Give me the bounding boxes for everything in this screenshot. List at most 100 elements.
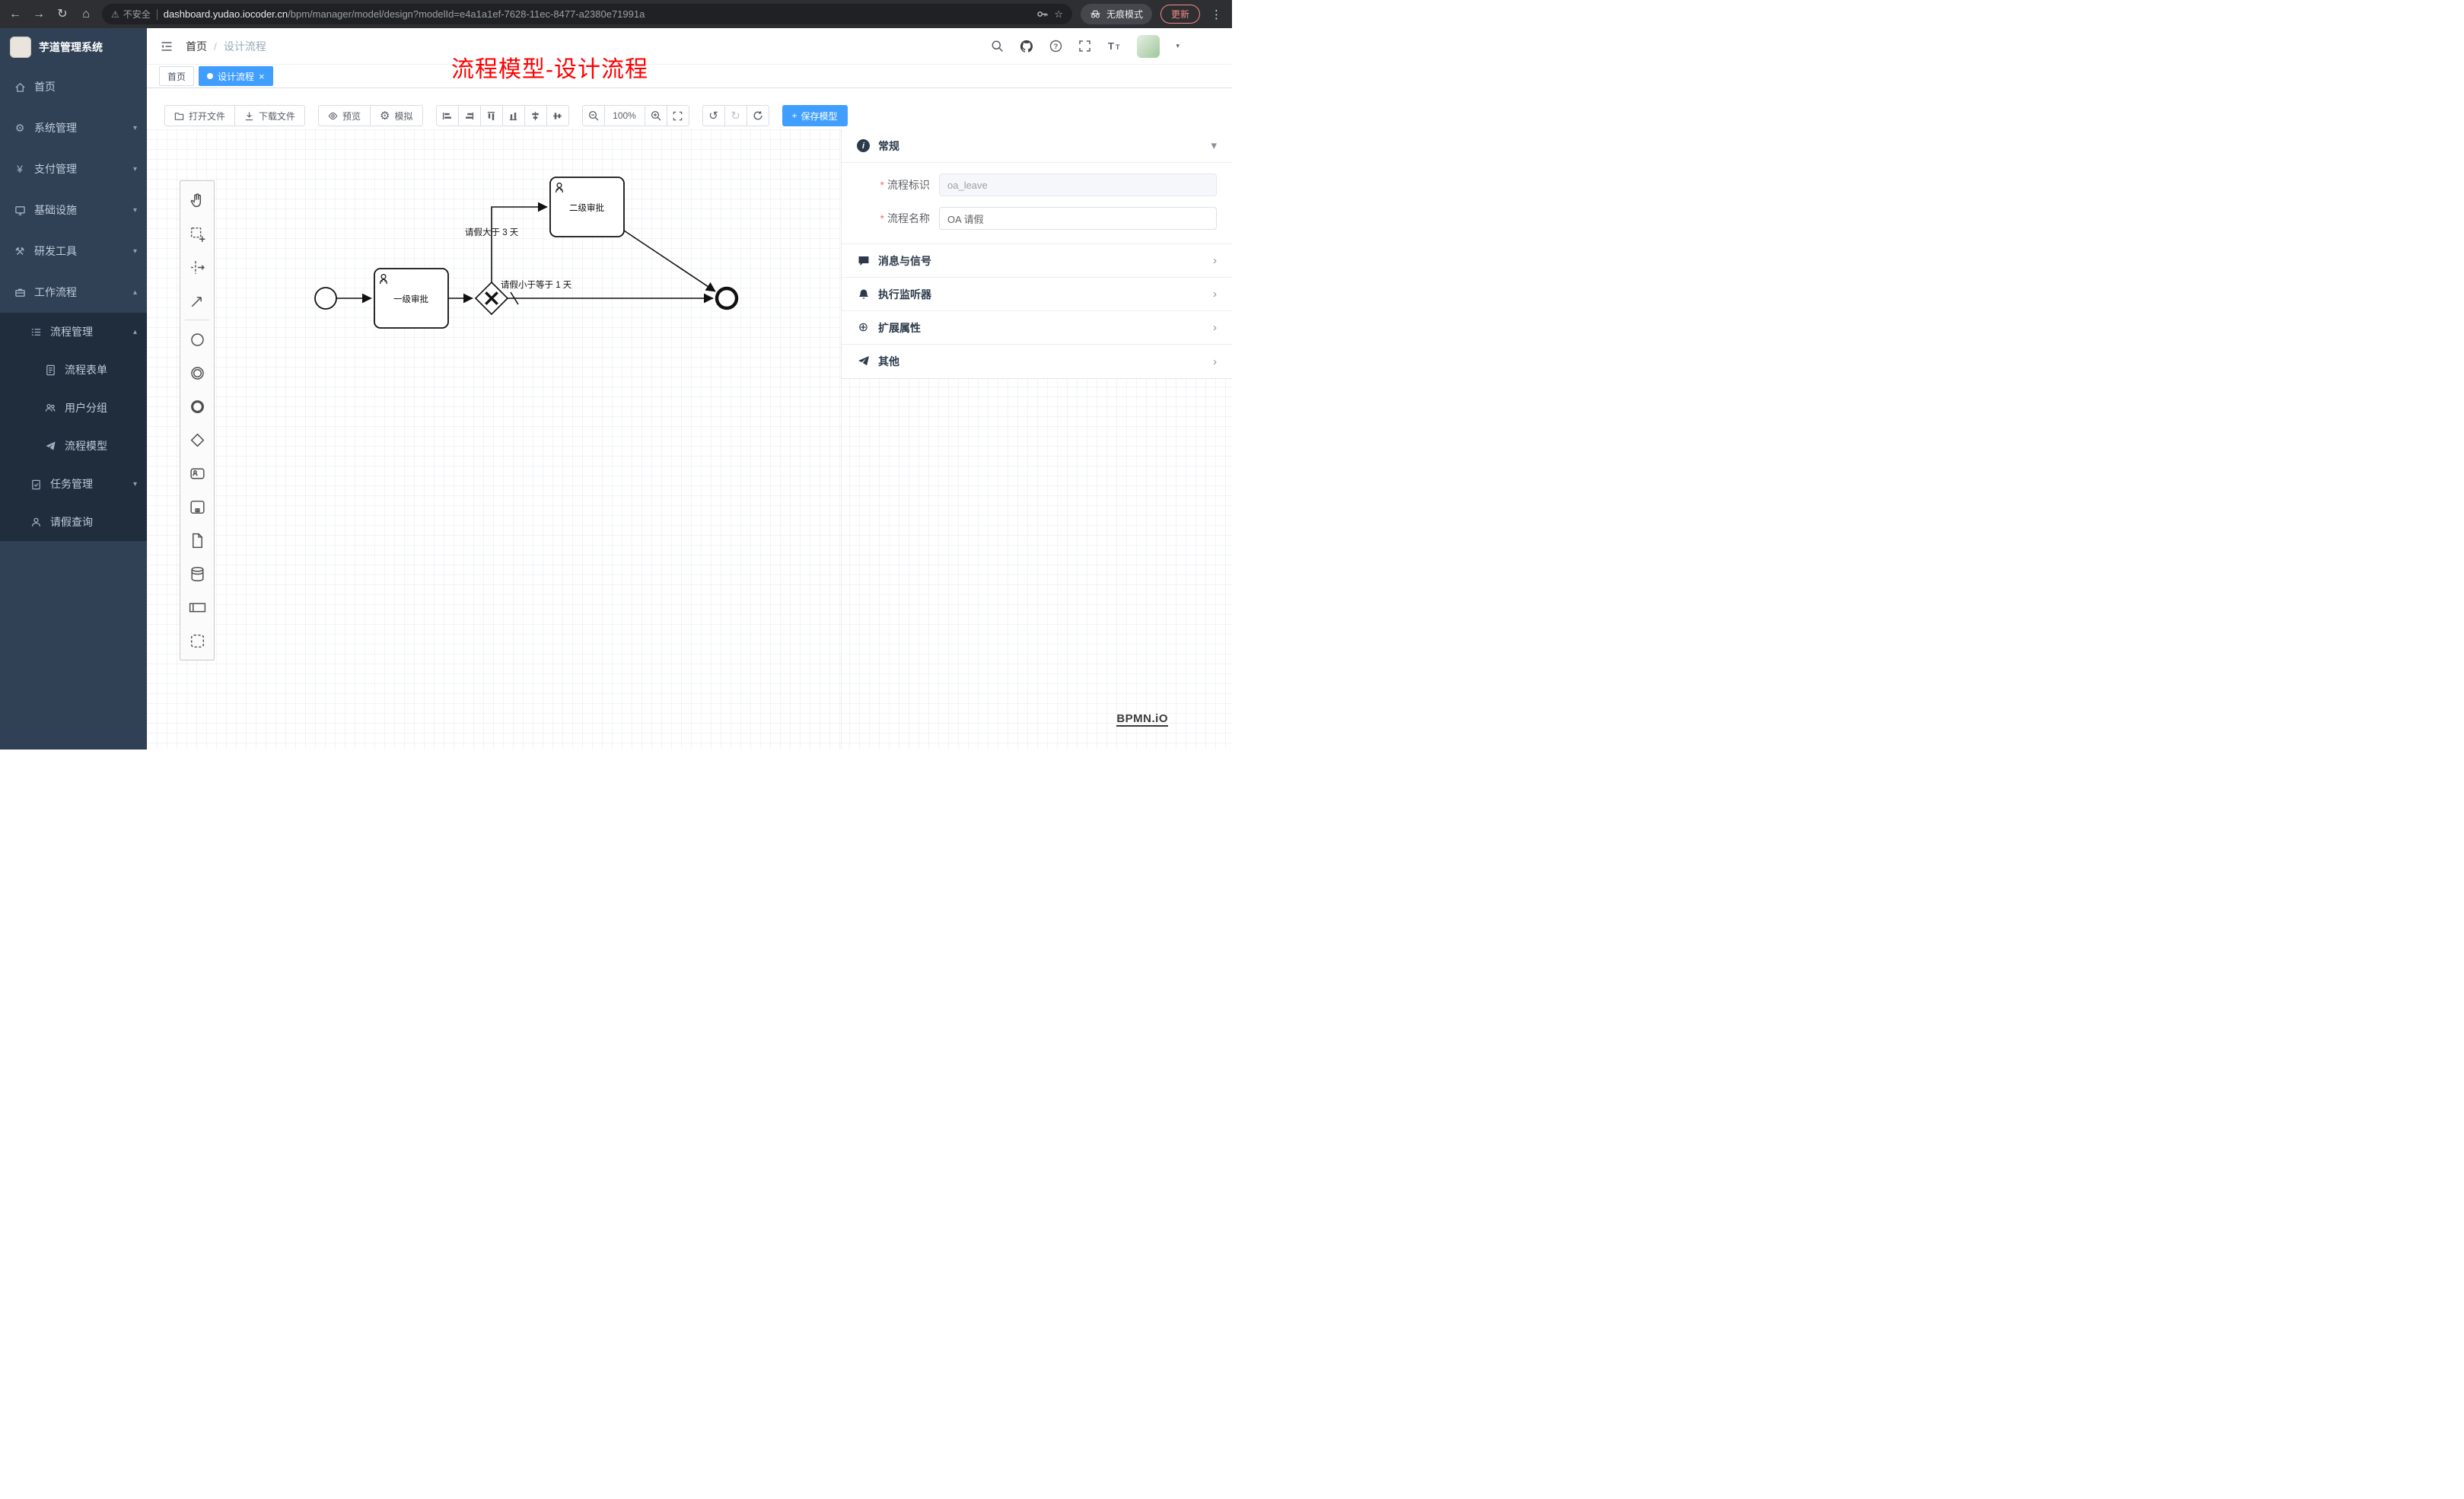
sidebar-item-infra[interactable]: 基础设施 ▾ [0,189,147,231]
task-second-approval[interactable] [549,177,625,237]
sidebar-item-process-form[interactable]: 流程表单 [0,351,147,389]
user-task-icon [556,182,563,193]
collapse-sidebar-icon[interactable] [160,40,173,53]
palette-create-data-store[interactable] [180,557,214,590]
process-name-label: 流程名称 [857,211,930,226]
redo-icon: ↻ [731,109,740,123]
sidebar: 芋道管理系统 首页 ⚙ 系统管理 ▾ ¥ 支付管理 ▾ 基础设施 ▾ ⚒ 研发工… [0,28,147,750]
align-bottom-button[interactable] [501,105,525,126]
security-warning[interactable]: ⚠不安全 [111,8,151,21]
preview-button[interactable]: 预览 [318,105,371,126]
github-icon[interactable] [1020,40,1033,53]
close-icon[interactable]: × [259,70,265,82]
palette-create-subprocess[interactable] [180,490,214,524]
section-general[interactable]: i 常规 ▾ [842,129,1232,163]
home-icon[interactable]: ⌂ [82,7,90,21]
bookmark-star-icon[interactable]: ☆ [1054,8,1063,20]
palette-create-start-event[interactable] [180,323,214,356]
key-icon[interactable] [1036,8,1048,20]
incognito-badge: 无痕模式 [1080,4,1152,24]
flow-gateway-to-task2[interactable] [491,202,548,282]
undo-button[interactable]: ↺ [702,105,725,126]
end-event[interactable] [715,286,739,310]
sidebar-item-leave-query[interactable]: 请假查询 [0,503,147,541]
sidebar-item-user-group[interactable]: 用户分组 [0,389,147,427]
reload-icon[interactable]: ↻ [57,7,68,21]
browser-chrome: ← → ↻ ⌂ ⚠不安全 dashboard.yudao.iocoder.cn/… [0,0,1232,28]
palette-lasso-tool[interactable] [180,217,214,250]
list-icon [29,326,43,338]
avatar[interactable] [1137,34,1160,58]
bpmn-io-watermark[interactable]: BPMN.iO [1116,712,1168,727]
sidebar-item-task-mgmt[interactable]: 任务管理 ▾ [0,465,147,503]
start-event[interactable] [314,287,337,310]
tab-home[interactable]: 首页 [159,66,195,86]
zoom-out-button[interactable] [581,105,605,126]
chevron-down-icon: ▾ [1211,139,1217,152]
sidebar-item-workflow[interactable]: 工作流程 ▴ [0,272,147,313]
forward-icon[interactable]: → [33,7,45,21]
align-center-button[interactable] [524,105,547,126]
fullscreen-icon[interactable] [1078,40,1091,53]
palette-space-tool[interactable] [180,250,214,284]
save-model-button[interactable]: + 保存模型 [782,105,848,126]
palette-create-end-event[interactable] [180,390,214,423]
chevron-right-icon: › [1213,321,1217,334]
simulate-button[interactable]: ⚙ 模拟 [370,105,423,126]
section-general-body: 流程标识 流程名称 [842,163,1232,244]
brand-title: 芋道管理系统 [39,41,103,53]
zoom-level: 100% [603,105,645,126]
download-file-button[interactable]: 下载文件 [234,105,306,126]
search-icon[interactable] [991,40,1004,53]
align-left-button[interactable] [435,105,459,126]
breadcrumb-home[interactable]: 首页 [186,40,207,53]
sidebar-item-process-model[interactable]: 流程模型 [0,427,147,465]
section-extension-attributes[interactable]: ⊕ 扩展属性 › [842,311,1232,345]
chevron-right-icon: › [1213,254,1217,267]
avatar-caret-icon[interactable]: ▾ [1176,42,1179,49]
breadcrumb-current: 设计流程 [223,40,266,53]
sidebar-item-home[interactable]: 首页 [0,66,147,107]
sidebar-item-process-mgmt[interactable]: 流程管理 ▴ [0,313,147,351]
zoom-fit-button[interactable] [666,105,689,126]
zoom-in-button[interactable] [644,105,667,126]
flow-task2-to-end[interactable] [623,230,716,292]
back-icon[interactable]: ← [9,7,21,21]
palette-create-user-task[interactable] [180,457,214,490]
process-key-input[interactable] [939,173,1217,196]
align-middle-button[interactable] [546,105,569,126]
tab-design-process[interactable]: 设计流程 × [199,66,273,86]
sidebar-item-payment[interactable]: ¥ 支付管理 ▾ [0,148,147,189]
update-button[interactable]: 更新 [1160,5,1200,24]
align-right-button[interactable] [457,105,481,126]
align-top-button[interactable] [479,105,503,126]
address-bar[interactable]: ⚠不安全 dashboard.yudao.iocoder.cn/bpm/mana… [102,4,1072,24]
section-other[interactable]: 其他 › [842,345,1232,378]
palette-create-data-object[interactable] [180,524,214,557]
palette-create-intermediate-event[interactable] [180,356,214,390]
bell-icon [857,288,870,301]
palette-hand-tool[interactable] [180,183,214,217]
bpmn-toolbar: 打开文件 下载文件 预览 ⚙ 模拟 [164,105,848,126]
open-file-button[interactable]: 打开文件 [164,105,236,126]
process-name-input[interactable] [939,207,1217,230]
plus-icon: + [791,110,797,121]
bpmn-palette [180,180,215,660]
palette-create-group[interactable] [180,624,214,657]
sidebar-item-system[interactable]: ⚙ 系统管理 ▾ [0,107,147,148]
redo-button[interactable]: ↻ [724,105,747,126]
palette-create-participant[interactable] [180,590,214,624]
refresh-icon [753,111,762,120]
task2-label: 二级审批 [569,202,604,213]
gateway-x-icon [485,291,498,305]
section-execution-listener[interactable]: 执行监听器 › [842,278,1232,311]
section-message-signal[interactable]: 消息与信号 › [842,244,1232,278]
browser-menu-icon[interactable]: ⋮ [1211,8,1222,21]
restart-button[interactable] [746,105,769,126]
palette-create-gateway[interactable] [180,423,214,457]
sidebar-item-devtools[interactable]: ⚒ 研发工具 ▾ [0,231,147,272]
palette-global-connect-tool[interactable] [180,284,214,317]
help-icon[interactable]: ? [1049,40,1062,53]
